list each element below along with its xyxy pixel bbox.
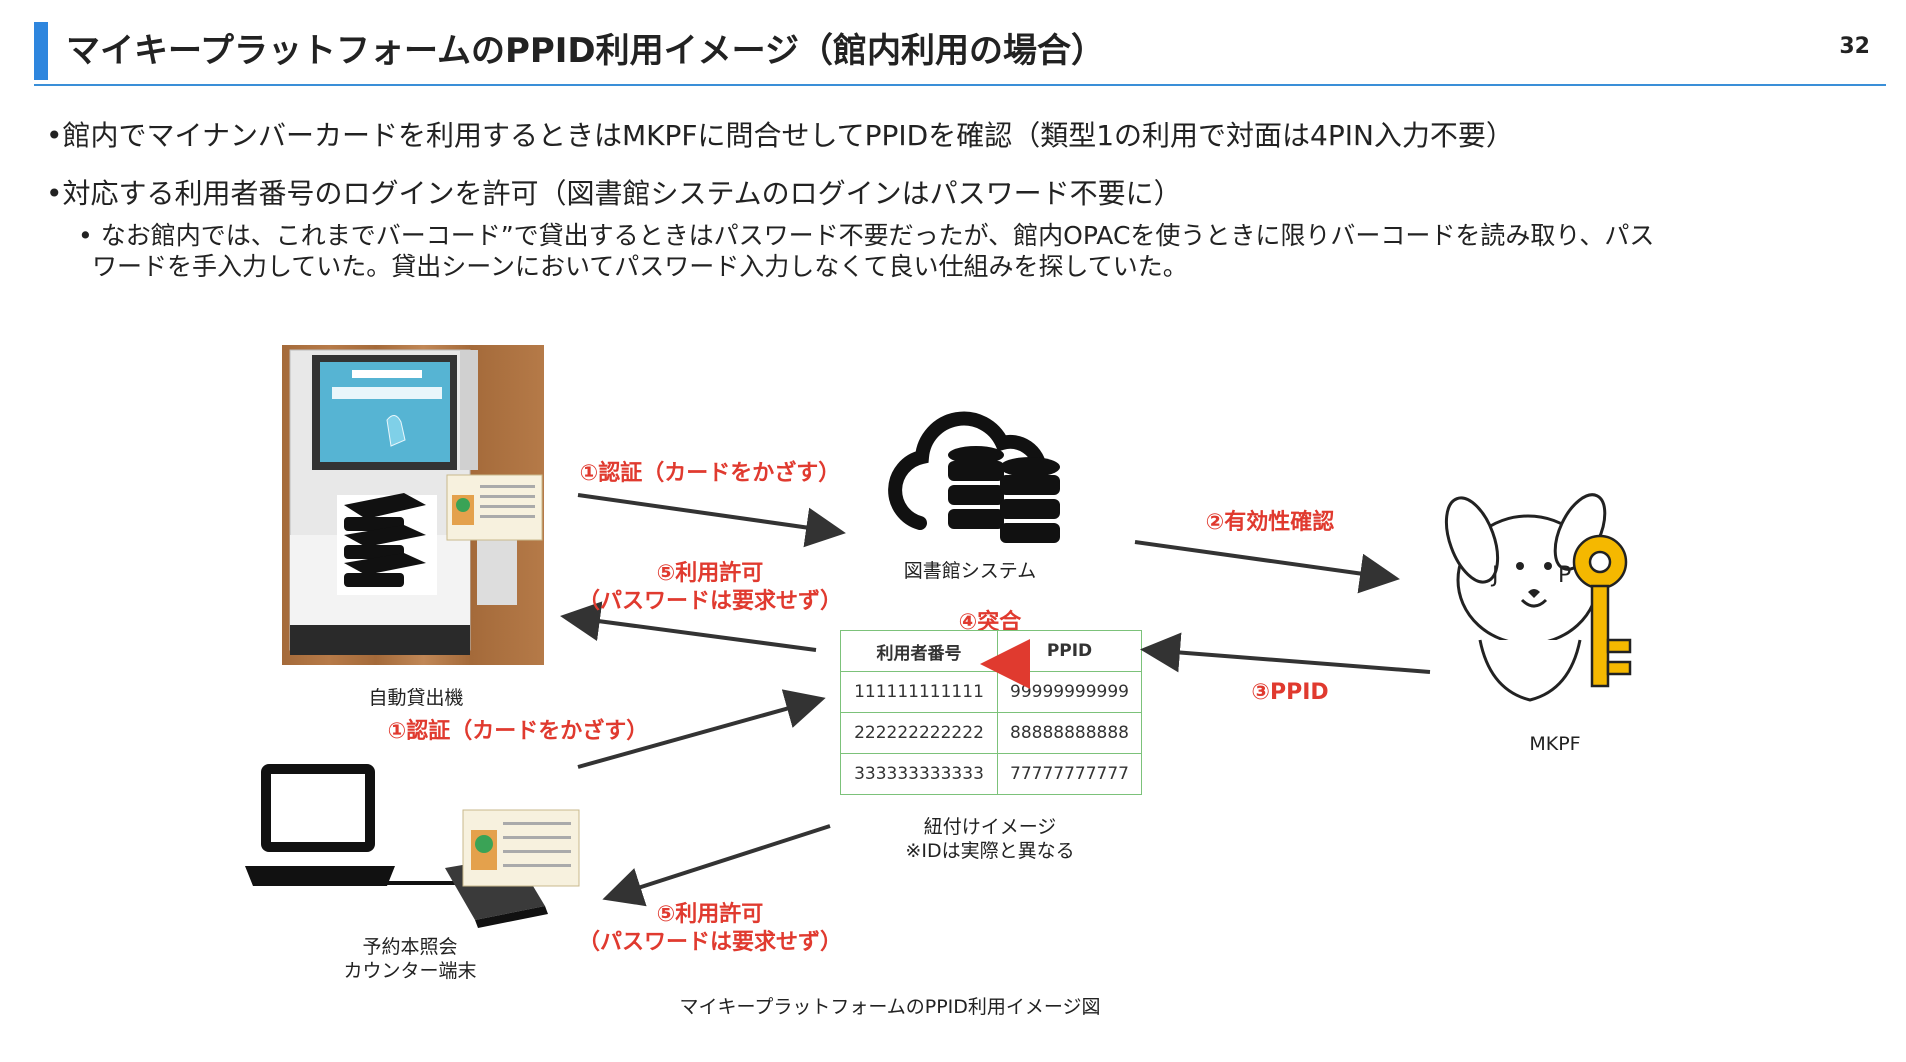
mapping-caption-1: 紐付けイメージ bbox=[923, 816, 1057, 838]
my-number-card-icon bbox=[462, 809, 580, 887]
figure-caption: マイキープラットフォームのPPID利用イメージ図 bbox=[679, 996, 1101, 1018]
step-5-top-line-1: ⑤利用許可 bbox=[656, 561, 764, 586]
kiosk-photo bbox=[282, 345, 544, 665]
bullet-2: •対応する利用者番号のログインを許可（図書館システムのログインはパスワード不要に… bbox=[46, 177, 1182, 210]
title-divider bbox=[34, 84, 1886, 86]
mkpf-mascot-icon: J P bbox=[1440, 470, 1670, 710]
page-title: マイキープラットフォームのPPID利用イメージ（館内利用の場合） bbox=[66, 31, 1105, 71]
terminal-label-2: カウンター端末 bbox=[343, 960, 477, 982]
kiosk-illustration bbox=[289, 349, 543, 655]
kiosk-label: 自動貸出機 bbox=[368, 687, 464, 709]
table-row: 111111111111 99999999999 bbox=[840, 671, 1143, 713]
step-3-label: ③PPID bbox=[1251, 680, 1329, 705]
table-header-user-number: 利用者番号 bbox=[840, 630, 998, 672]
table-cell: 77777777777 bbox=[996, 753, 1143, 795]
table-cell: 333333333333 bbox=[840, 753, 998, 795]
table-row: 333333333333 77777777777 bbox=[840, 753, 1143, 795]
step-5-bottom-line-1: ⑤利用許可 bbox=[656, 902, 764, 927]
mapping-caption-2: ※IDは実際と異なる bbox=[905, 840, 1075, 862]
step-5-bottom-line-2: （パスワードは要求せず） bbox=[577, 930, 842, 955]
arrow-system-to-kiosk bbox=[560, 601, 817, 652]
step-1-top-label: ①認証（カードをかざす） bbox=[579, 461, 841, 486]
bullet-3-line-1: • なお館内では、これまでバーコード”で貸出するときはパスワード不要だったが、館… bbox=[78, 221, 1655, 250]
step-5-top-line-2: （パスワードは要求せず） bbox=[577, 589, 842, 614]
table-cell: 88888888888 bbox=[996, 712, 1143, 754]
arrow-table-to-terminal bbox=[602, 824, 831, 907]
svg-text:P: P bbox=[1558, 563, 1571, 588]
table-row: 222222222222 88888888888 bbox=[840, 712, 1143, 754]
arrow-system-to-mkpf bbox=[1134, 540, 1400, 594]
arrow-mkpf-to-table bbox=[1140, 632, 1431, 674]
bullet-3-line-2: ワードを手入力していた。貸出シーンにおいてパスワード入力しなくて良い仕組みを探し… bbox=[92, 252, 1188, 281]
counter-terminal-illustration bbox=[245, 758, 595, 938]
bullet-1: •館内でマイナンバーカードを利用するときはMKPFに問合せしてPPIDを確認（類… bbox=[46, 119, 1514, 152]
arrow-terminal-to-table bbox=[577, 689, 826, 769]
svg-text:J: J bbox=[1490, 563, 1499, 588]
library-system-label: 図書館システム bbox=[903, 560, 1037, 582]
step-2-label: ②有効性確認 bbox=[1205, 510, 1335, 535]
cloud-database-icon bbox=[880, 405, 1080, 545]
mapping-table: 利用者番号 PPID 111111111111 99999999999 2222… bbox=[840, 630, 1143, 795]
table-cell: 222222222222 bbox=[840, 712, 998, 754]
page-number: 32 bbox=[1839, 34, 1870, 59]
step-1-bottom-label: ①認証（カードをかざす） bbox=[387, 719, 649, 744]
bullet-3: • なお館内では、これまでバーコード”で貸出するときはパスワード不要だったが、館… bbox=[78, 220, 1654, 282]
arrow-kiosk-to-system bbox=[577, 493, 846, 548]
terminal-label-1: 予約本照会 bbox=[362, 936, 458, 958]
table-cell: 111111111111 bbox=[840, 671, 998, 713]
title-accent-bar bbox=[34, 22, 48, 80]
laptop-icon bbox=[245, 764, 475, 886]
mkpf-label: MKPF bbox=[1529, 733, 1581, 755]
